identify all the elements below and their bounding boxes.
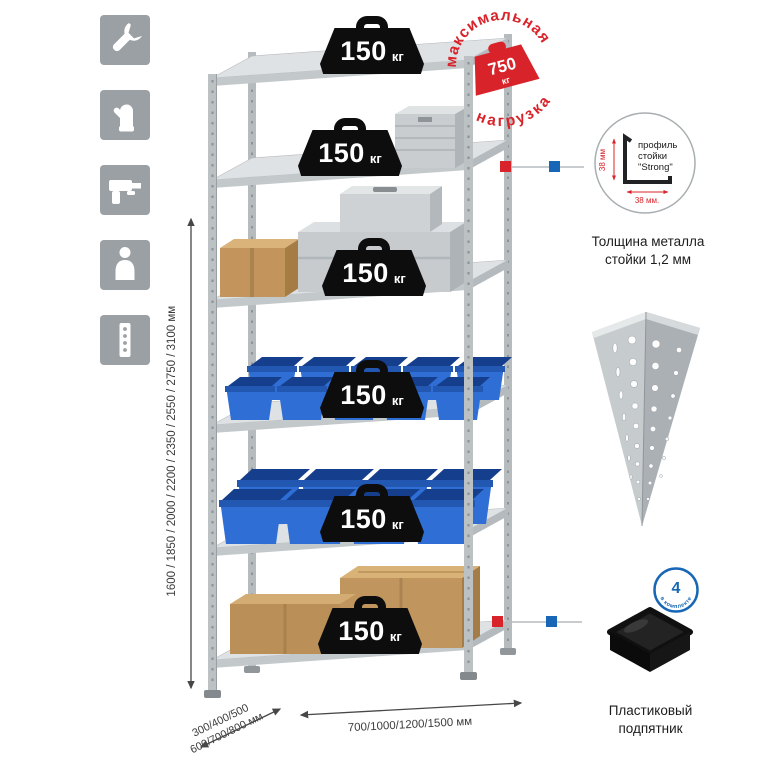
- svg-text:нагрузка: нагрузка: [470, 89, 559, 139]
- post-holes: [612, 335, 682, 501]
- weight-handle: [356, 360, 388, 375]
- load-value: 150: [342, 257, 389, 288]
- max-load-stamp: максимальная нагрузка 750 кг: [431, 0, 559, 139]
- load-unit: кг: [393, 270, 406, 286]
- load-value: 150: [340, 35, 387, 66]
- included-count-badge: 4 в комплекте: [653, 567, 699, 613]
- height-dimension-label: 1600 / 1850 / 2000 / 2200 / 2350 / 2550 …: [165, 305, 178, 597]
- weight-handle: [356, 484, 388, 499]
- icon-tile-drill: [100, 165, 150, 215]
- load-value: 150: [340, 503, 387, 534]
- badge-number: 4: [672, 580, 681, 597]
- plastic-foot-photo: [607, 607, 693, 672]
- foot-caption: Пластиковый подпятник: [578, 702, 723, 737]
- perforated-post-photo: [592, 311, 700, 527]
- load-value: 150: [340, 379, 387, 410]
- post-profile-detail: 38 мм 38 мм. профиль стойки "Strong": [594, 112, 696, 214]
- foot-caption-line1: Пластиковый: [608, 703, 693, 718]
- profile-label-line1: профиль: [638, 140, 677, 151]
- width-dimension-label: 700/1000/1200/1500 мм: [347, 715, 473, 735]
- weight-handle: [354, 596, 386, 611]
- load-value: 150: [318, 137, 365, 168]
- weight-handle: [358, 238, 390, 253]
- person-icon: [115, 247, 135, 280]
- stamp-arc-bottom-text: нагрузка: [470, 89, 559, 139]
- load-unit: кг: [389, 628, 402, 644]
- icon-tile-person: [100, 240, 150, 290]
- gloves-icon: [113, 104, 134, 132]
- profile-caption-line2: стойки 1,2 мм: [604, 251, 692, 267]
- profile-caption-line1: Толщина металла: [591, 234, 705, 249]
- wrench-icon: [112, 23, 142, 52]
- icon-tile-gloves: [100, 90, 150, 140]
- foot-caption-line2: подпятник: [618, 720, 683, 736]
- load-unit: кг: [391, 48, 404, 64]
- profile-dim-vertical: 38 мм: [598, 149, 607, 171]
- callout-blue-square: [546, 616, 557, 627]
- svg-text:кг: кг: [501, 75, 512, 87]
- profile-label-line3: "Strong": [638, 162, 673, 173]
- weight-handle: [334, 118, 366, 133]
- rack-back-posts: [248, 34, 512, 668]
- profile-caption: Толщина металла стойки 1,2 мм: [573, 233, 723, 268]
- profile-dim-horizontal: 38 мм.: [635, 196, 659, 205]
- icon-tile-tools: [100, 15, 150, 65]
- rack-front-posts: [204, 56, 516, 698]
- load-unit: кг: [391, 516, 404, 532]
- profile-shape: [623, 133, 672, 184]
- profile-label-line2: стойки: [638, 151, 667, 162]
- load-unit: кг: [391, 392, 404, 408]
- drill-icon: [109, 180, 141, 204]
- stamp-weight-icon: 750 кг: [474, 41, 540, 96]
- load-value: 150: [338, 615, 385, 646]
- perforated-post-icon: [119, 323, 131, 357]
- weight-handle: [356, 16, 388, 31]
- callout-blue-square: [549, 161, 560, 172]
- load-unit: кг: [369, 150, 382, 166]
- icon-tile-rack-post: [100, 315, 150, 365]
